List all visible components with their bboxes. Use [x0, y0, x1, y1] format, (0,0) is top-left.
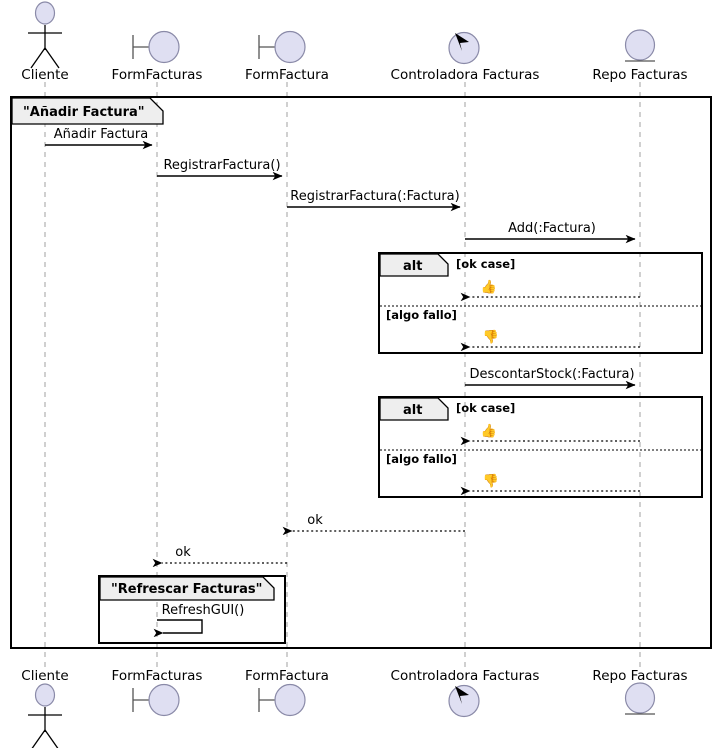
message-label-refreshgui: RefreshGUI(): [162, 603, 245, 618]
message-label-registrarfactura-factura: RegistrarFactura(:Factura): [290, 189, 459, 204]
participant-icon-controladora-top[interactable]: [448, 31, 480, 65]
participant-icon-cliente-bottom[interactable]: [28, 683, 62, 748]
lifelines: [44, 82, 641, 672]
participant-label-formfactura-top: FormFactura: [245, 67, 329, 83]
participant-label-repo-bottom: Repo Facturas: [592, 668, 687, 684]
message-label-ok-1: ok: [307, 513, 323, 528]
message-descontarstock[interactable]: DescontarStock(:Factura): [465, 367, 636, 390]
participant-icon-formfacturas-bottom[interactable]: [132, 683, 180, 717]
message-refreshgui[interactable]: RefreshGUI(): [153, 603, 245, 638]
participant-icon-cliente-top[interactable]: [28, 1, 62, 69]
participant-icon-repo-top[interactable]: [624, 29, 656, 62]
message-label-registrarfactura: RegistrarFactura(): [163, 158, 280, 173]
alt-fragment-1-guard-fail: [algo fallo]: [386, 308, 457, 322]
message-ok-controladora-formfactura[interactable]: ok: [282, 513, 465, 536]
participant-label-formfacturas-top: FormFacturas: [112, 67, 203, 83]
participant-icon-formfacturas-top[interactable]: [132, 30, 180, 64]
alt-fragment-1-operator: alt: [403, 259, 422, 274]
participant-label-repo-top: Repo Facturas: [592, 67, 687, 83]
message-label-ok-2: ok: [175, 545, 191, 560]
message-add-factura[interactable]: Add(:Factura): [465, 221, 636, 244]
message-label-thumbs-up-2: 👍: [481, 423, 497, 439]
participant-label-controladora-top: Controladora Facturas: [391, 67, 540, 83]
participant-icon-controladora-bottom[interactable]: [448, 684, 480, 718]
message-label-descontarstock: DescontarStock(:Factura): [469, 367, 634, 382]
participant-label-cliente-top: Cliente: [21, 67, 68, 83]
alt-fragment-2: alt [ok case] 👍 [algo fallo] 👎: [378, 396, 703, 498]
alt-fragment-2-operator: alt: [403, 403, 422, 418]
message-label-add-factura: Add(:Factura): [508, 221, 596, 236]
message-label-thumbs-down-2: 👎: [483, 473, 499, 489]
message-label-thumbs-down-1: 👎: [483, 329, 499, 345]
frame-anadir-factura-label: "Añadir Factura": [23, 105, 145, 120]
alt-fragment-2-guard-ok: [ok case]: [456, 401, 515, 415]
message-anadir-factura[interactable]: Añadir Factura: [45, 127, 153, 150]
participant-icon-formfactura-bottom[interactable]: [258, 683, 306, 717]
alt-fragment-2-guard-fail: [algo fallo]: [386, 452, 457, 466]
participant-icon-formfactura-top[interactable]: [258, 30, 306, 64]
message-registrarfactura-factura[interactable]: RegistrarFactura(:Factura): [287, 189, 461, 212]
participant-icon-repo-bottom[interactable]: [624, 682, 656, 715]
participant-label-formfacturas-bottom: FormFacturas: [112, 668, 203, 684]
participant-label-formfactura-bottom: FormFactura: [245, 668, 329, 684]
alt-fragment-1-guard-ok: [ok case]: [456, 257, 515, 271]
message-ok-formfactura-formfacturas[interactable]: ok: [152, 545, 287, 568]
message-registrarfactura[interactable]: RegistrarFactura(): [157, 158, 283, 181]
frame-refrescar-facturas: "Refrescar Facturas" RefreshGUI(): [98, 575, 286, 644]
message-label-anadir-factura: Añadir Factura: [54, 127, 149, 142]
participant-label-controladora-bottom: Controladora Facturas: [391, 668, 540, 684]
frame-anadir-factura: "Añadir Factura": [10, 96, 712, 649]
alt-fragment-1: alt [ok case] 👍 [algo fallo] 👎: [378, 252, 703, 354]
participant-label-cliente-bottom: Cliente: [21, 668, 68, 684]
message-label-thumbs-up-1: 👍: [481, 279, 497, 295]
frame-refrescar-facturas-label: "Refrescar Facturas": [111, 582, 262, 597]
